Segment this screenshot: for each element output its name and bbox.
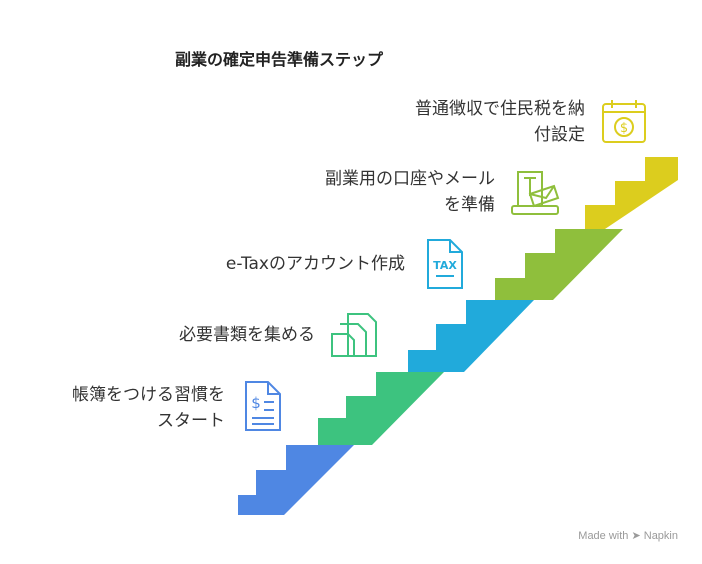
mailbox-icon xyxy=(511,171,560,215)
step-5-label-line2: 付設定 xyxy=(534,125,585,145)
step-4-label-line2: を準備 xyxy=(444,195,495,215)
step-4-label: 副業用の口座やメール を準備 xyxy=(270,166,495,218)
step-1-label-line2: スタート xyxy=(157,411,225,431)
stair-step-5 xyxy=(585,157,678,229)
step-3-label: e-Taxのアカウント作成 xyxy=(180,251,405,277)
svg-text:$: $ xyxy=(620,121,628,136)
step-1-label-line1: 帳簿をつける習慣を xyxy=(72,385,225,405)
stair-step-3 xyxy=(408,300,534,372)
step-5-label-line1: 普通徴収で住民税を納 xyxy=(415,99,585,119)
step-5-label: 普通徴収で住民税を納 付設定 xyxy=(360,96,585,148)
diagram-title: 副業の確定申告準備ステップ xyxy=(175,50,384,69)
svg-text:$: $ xyxy=(251,394,261,412)
receipt-dollar-icon: $ xyxy=(245,381,281,431)
tax-icon-text: TAX xyxy=(433,259,457,272)
stair-step-4 xyxy=(495,229,623,300)
step-2-label-line1: 必要書類を集める xyxy=(179,325,315,345)
napkin-credit: Made with ➤ Napkin xyxy=(578,530,678,542)
step-1-label: 帳簿をつける習慣を スタート xyxy=(0,382,225,434)
step-4-label-line1: 副業用の口座やメール xyxy=(325,169,495,189)
stair-step-1 xyxy=(238,445,354,515)
step-3-label-line1: e-Taxのアカウント作成 xyxy=(225,254,405,274)
tax-document-icon: TAX xyxy=(427,239,463,289)
stair-step-2 xyxy=(318,372,444,445)
documents-icon xyxy=(331,313,377,357)
step-2-label: 必要書類を集める xyxy=(90,322,315,348)
calendar-dollar-icon: $ xyxy=(602,100,646,143)
